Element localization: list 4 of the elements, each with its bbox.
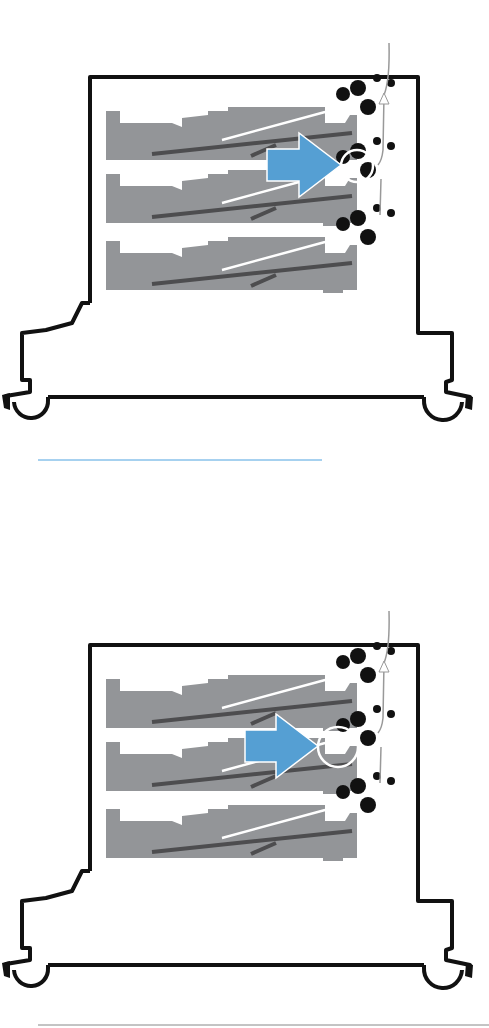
highlight-circle	[339, 148, 375, 184]
block-arrow	[266, 131, 343, 199]
highlight-circle	[316, 725, 360, 769]
block-arrow	[244, 712, 320, 780]
